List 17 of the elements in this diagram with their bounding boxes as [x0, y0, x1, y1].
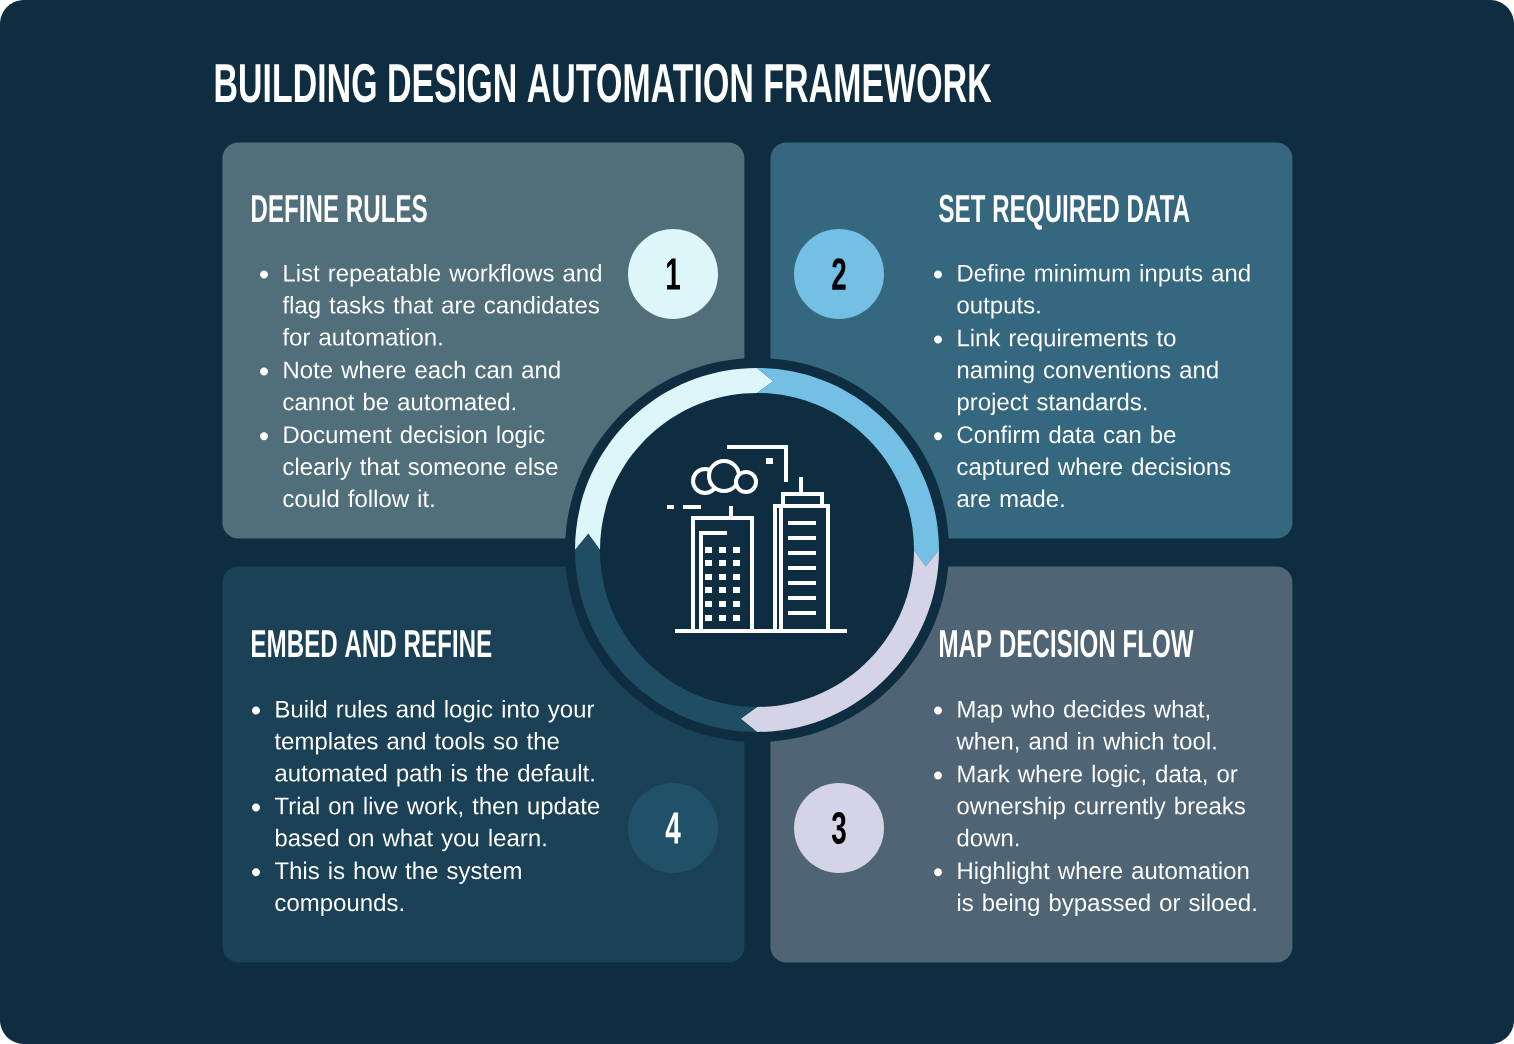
bullet-text: Note where each can and cannot be automated. — [283, 360, 560, 411]
bullet-text: Document decision logic clearly that someone else could follow it. — [283, 425, 558, 508]
panel-heading: DEFINE RULES — [252, 194, 427, 223]
bullet-text: Trial on live work, then update based on what you learn. — [274, 796, 600, 852]
panel-heading: EMBED AND REFINE — [252, 630, 492, 657]
title: BUILDING DESIGN AUTOMATION FRAMEWORK — [215, 63, 992, 103]
panel-heading: SET REQUIRED DATA — [939, 194, 1190, 230]
bullet-text: Mark where logic, data, or ownership currently breaks down. — [957, 764, 1245, 847]
bullet-text: List repeatable workflows and flag tasks that are candidates for automation. — [282, 264, 601, 346]
bullet-text: Link requirements to naming conventions and project standards. — [957, 328, 1218, 416]
bullet-text: Highlight where automation is being bypassed or siloed. — [958, 861, 1256, 916]
bullet-text: Confirm data can be captured where decisions are made. — [957, 425, 1231, 508]
bullet-text: Define minimum inputs and outputs. — [957, 264, 1250, 319]
bullet-text: Build rules and logic into your templates and tools so the automated path is the default. — [274, 700, 595, 787]
bullet-text: Map who decides what, when, and in which tool. — [956, 700, 1216, 753]
bullet-text: This is how the system compounds. — [274, 861, 521, 916]
panel-heading: MAP DECISION FLOW — [940, 629, 1194, 658]
